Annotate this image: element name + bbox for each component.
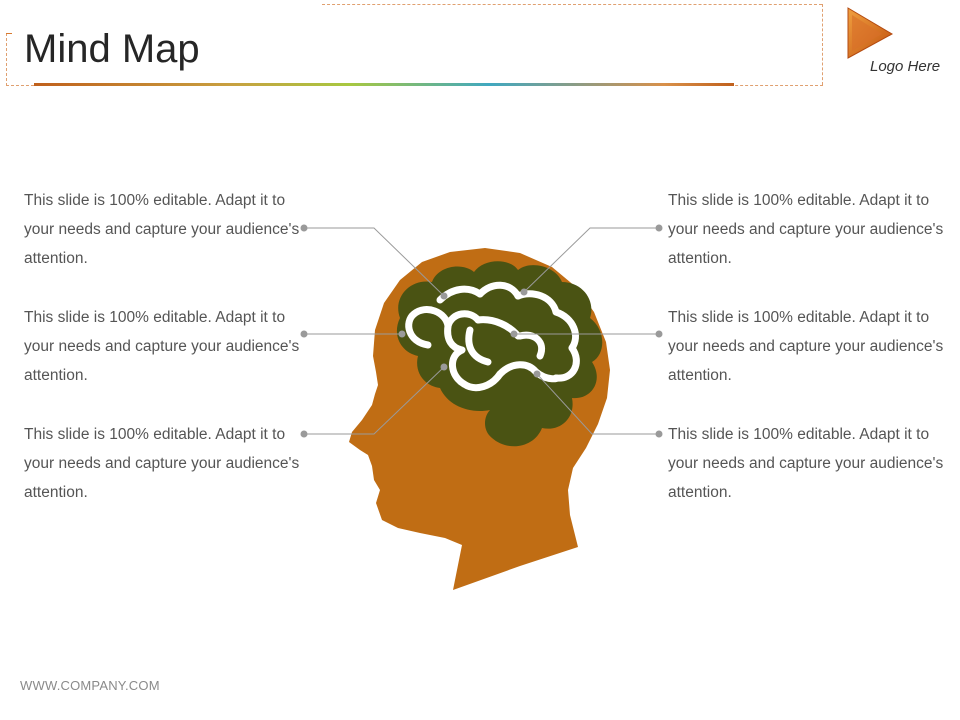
footer-company-url: WWW.COMPANY.COM (20, 678, 160, 693)
logo-text: Logo Here (870, 58, 941, 75)
header-frame-tick (6, 33, 12, 34)
header-frame-right (822, 4, 823, 85)
callout-left-3: This slide is 100% editable. Adapt it to… (24, 426, 300, 501)
callout-right-2: This slide is 100% editable. Adapt it to… (668, 309, 944, 384)
callout-left-2: This slide is 100% editable. Adapt it to… (24, 309, 300, 384)
header-frame-top (322, 4, 822, 5)
callout-left-1: This slide is 100% editable. Adapt it to… (24, 192, 300, 267)
head-with-brain-icon (349, 248, 610, 590)
callout-right-3: This slide is 100% editable. Adapt it to… (668, 426, 944, 501)
title-underline (34, 83, 734, 86)
connector-dots (300, 224, 663, 438)
callout-right-1: This slide is 100% editable. Adapt it to… (668, 192, 944, 267)
connector-lines (304, 227, 659, 435)
play-triangle-icon (847, 7, 894, 59)
page-title: Mind Map (24, 27, 200, 71)
